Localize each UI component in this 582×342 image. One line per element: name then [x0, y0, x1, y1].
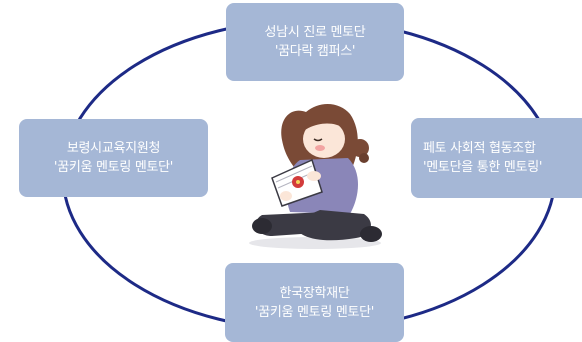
- node-right-line1: 페토 사회적 협동조합: [423, 141, 536, 156]
- node-left-line1: 보령시교육지원청: [66, 141, 161, 156]
- mentor-group-bottom-card: 한국장학재단 '꿈키움 멘토링 멘토단': [225, 263, 404, 342]
- node-top-line2: '꿈다락 캠퍼스': [274, 44, 356, 59]
- node-bottom-line1: 한국장학재단: [279, 285, 350, 301]
- girl-reading-illustration: [249, 103, 382, 249]
- mentor-group-left-card: 보령시교육지원청 '꿈키움 멘토링 멘토단': [19, 119, 208, 197]
- mentor-group-right-card: 페토 사회적 협동조합 '멘토단을 통한 멘토링': [411, 118, 582, 198]
- node-left-line2: '꿈키움 멘토링 멘토단': [53, 160, 174, 175]
- node-top-line1: 성남시 진로 멘토단: [264, 25, 366, 40]
- node-bottom-line2: '꿈키움 멘토링 멘토단': [254, 304, 375, 320]
- node-right-line2: '멘토단을 통한 멘토링': [423, 160, 543, 175]
- mentor-group-top-card: 성남시 진로 멘토단 '꿈다락 캠퍼스': [226, 3, 404, 81]
